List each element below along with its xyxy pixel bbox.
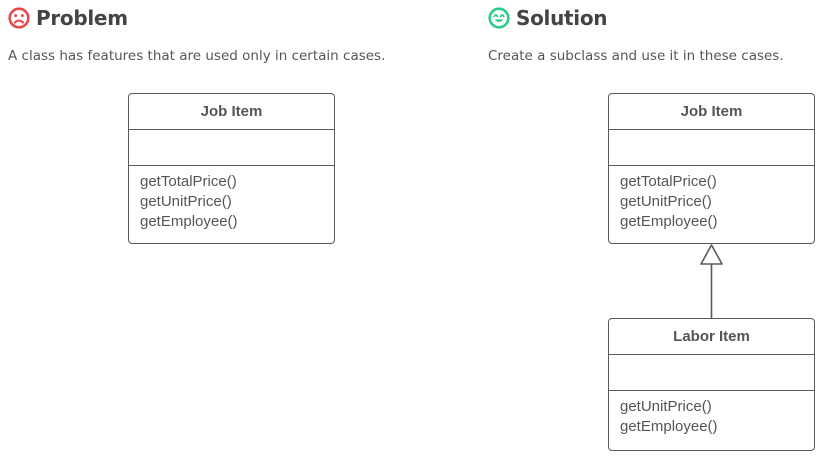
job-item-class: Job Item getTotalPrice() getUnitPrice() … xyxy=(128,93,335,244)
problem-panel: Problem A class has features that are us… xyxy=(0,0,410,473)
method: getUnitPrice() xyxy=(140,193,232,210)
sad-face-icon xyxy=(8,7,30,29)
solution-heading: Solution xyxy=(488,6,608,30)
method: getTotalPrice() xyxy=(620,173,717,190)
class-methods: getUnitPrice() getEmployee() xyxy=(609,391,814,437)
solution-title: Solution xyxy=(516,6,608,30)
method: getEmployee() xyxy=(140,213,238,230)
class-methods: getTotalPrice() getUnitPrice() getEmploy… xyxy=(609,166,814,232)
class-attributes xyxy=(609,355,814,391)
class-methods: getTotalPrice() getUnitPrice() getEmploy… xyxy=(129,166,334,232)
job-item-class: Job Item getTotalPrice() getUnitPrice() … xyxy=(608,93,815,244)
class-name: Labor Item xyxy=(609,319,814,355)
inheritance-arrow xyxy=(700,244,723,318)
class-name: Job Item xyxy=(609,94,814,130)
method: getUnitPrice() xyxy=(620,193,712,210)
method: getTotalPrice() xyxy=(140,173,237,190)
class-attributes xyxy=(609,130,814,166)
happy-face-icon xyxy=(488,7,510,29)
problem-title: Problem xyxy=(36,6,128,30)
labor-item-class: Labor Item getUnitPrice() getEmployee() xyxy=(608,318,815,451)
class-name: Job Item xyxy=(129,94,334,130)
problem-description: A class has features that are used only … xyxy=(8,48,386,64)
method: getEmployee() xyxy=(620,213,718,230)
class-attributes xyxy=(129,130,334,166)
solution-description: Create a subclass and use it in these ca… xyxy=(488,48,784,64)
method: getUnitPrice() xyxy=(620,398,712,415)
method: getEmployee() xyxy=(620,418,718,435)
problem-heading: Problem xyxy=(8,6,128,30)
solution-panel: Solution Create a subclass and use it in… xyxy=(480,0,823,473)
